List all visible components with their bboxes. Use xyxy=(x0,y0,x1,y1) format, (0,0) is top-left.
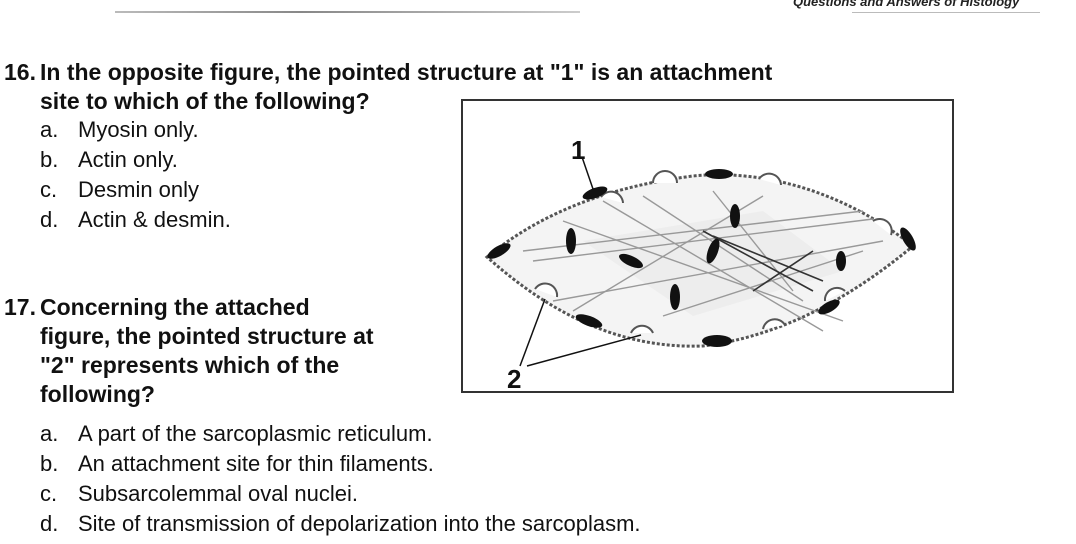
option-letter: c. xyxy=(40,177,58,202)
header-underline xyxy=(852,12,1040,13)
question-17-number: 17. xyxy=(4,294,36,320)
filament-crossing xyxy=(702,230,824,292)
option-letter: d. xyxy=(40,207,59,232)
option-letter: c. xyxy=(40,481,58,506)
option-text: Actin & desmin. xyxy=(78,207,231,232)
question-17-text-line2: figure, the pointed structure at xyxy=(40,323,374,349)
smooth-muscle-cell-diagram: 1 2 xyxy=(484,135,916,394)
question-17-text-line1: Concerning the attached xyxy=(40,294,310,320)
option-text: Actin only. xyxy=(78,147,178,172)
question-17-option-c[interactable]: c. Subsarcolemmal oval nuclei. xyxy=(40,480,358,507)
question-17-text-line3: "2" represents which of the xyxy=(40,352,340,378)
caveolae xyxy=(534,170,893,334)
pointer-2-line-b xyxy=(526,334,642,367)
question-16-text-line2: site to which of the following? xyxy=(40,88,370,114)
question-16-option-d[interactable]: d. Actin & desmin. xyxy=(40,206,231,233)
question-16-option-a[interactable]: a. Myosin only. xyxy=(40,116,199,143)
option-letter: a. xyxy=(40,117,59,142)
option-text: Desmin only xyxy=(78,177,200,202)
question-17-option-a[interactable]: a. A part of the sarcoplasmic reticulum. xyxy=(40,420,433,447)
option-text: An attachment site for thin filaments. xyxy=(78,451,434,476)
option-letter: a. xyxy=(40,421,59,446)
question-17-option-d[interactable]: d. Site of transmission of depolarization… xyxy=(40,510,641,537)
option-text: Site of transmission of depolarization i… xyxy=(78,511,641,536)
option-letter: d. xyxy=(40,511,59,536)
option-text: Subsarcolemmal oval nuclei. xyxy=(78,481,359,506)
header-decorative-line xyxy=(115,11,580,13)
figure-label-1: 1 xyxy=(571,135,585,165)
pointer-1-line xyxy=(581,156,594,190)
question-16-option-b[interactable]: b. Actin only. xyxy=(40,146,178,173)
option-letter: b. xyxy=(40,147,59,172)
option-letter: b. xyxy=(40,451,59,476)
cytoplasm-shading xyxy=(583,211,843,316)
option-text: Myosin only. xyxy=(78,117,199,142)
question-17-text-line4: following? xyxy=(40,381,155,407)
pointer-2-line-a xyxy=(519,298,546,367)
dense-bodies xyxy=(487,169,916,347)
option-text: A part of the sarcoplasmic reticulum. xyxy=(78,421,433,446)
question-16-text-line1: In the opposite figure, the pointed stru… xyxy=(40,59,773,85)
question-17-option-b[interactable]: b. An attachment site for thin filaments. xyxy=(40,450,434,477)
question-16-option-c[interactable]: c. Desmin only xyxy=(40,176,199,203)
muscle-cell-figure: 1 2 xyxy=(461,99,954,394)
question-16-number: 16. xyxy=(4,59,36,85)
header-title: Questions and Answers of Histology xyxy=(793,0,1020,9)
figure-label-2: 2 xyxy=(507,364,521,394)
